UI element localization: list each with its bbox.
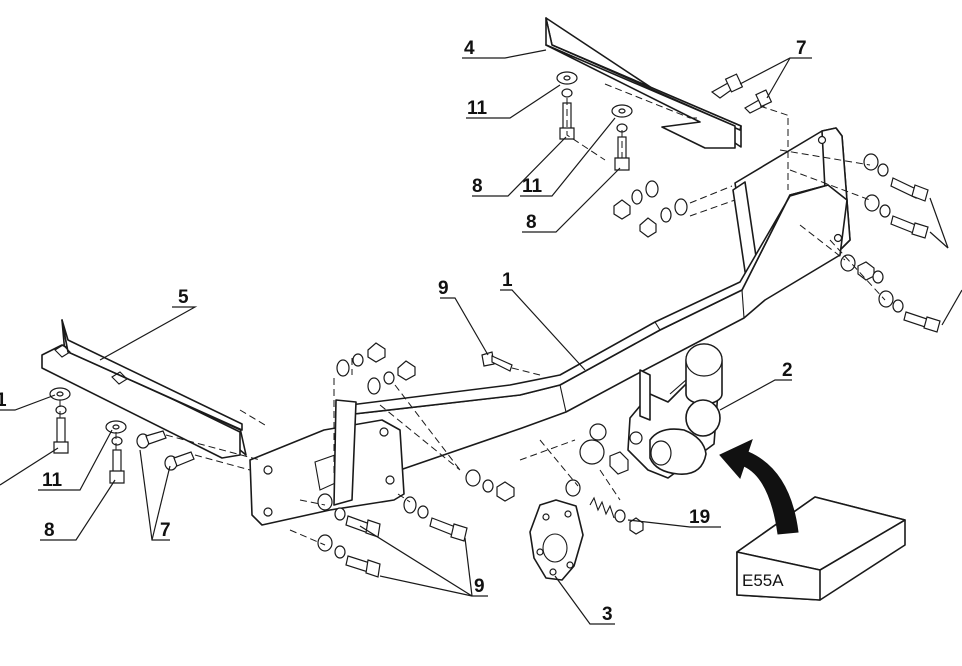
spring-bolt-19 bbox=[565, 479, 644, 535]
bolt-7-top-b bbox=[744, 89, 773, 114]
label-5: 5 bbox=[178, 287, 189, 308]
label-4: 4 bbox=[464, 38, 475, 59]
label-3: 3 bbox=[602, 604, 613, 625]
label-1-edge: 1 bbox=[0, 390, 7, 411]
bolt-7-top-a bbox=[710, 73, 744, 99]
label-19: 19 bbox=[689, 507, 710, 528]
label-1-main: 1 bbox=[502, 270, 513, 291]
label-9-top: 9 bbox=[438, 278, 449, 299]
bracket-5 bbox=[41, 319, 247, 459]
right-hardware-lower bbox=[840, 254, 941, 333]
label-11-top-a: 11 bbox=[467, 98, 488, 119]
bolt-7-left-b bbox=[164, 451, 195, 471]
bolt-9-top bbox=[481, 351, 513, 372]
label-11-left: 11 bbox=[42, 470, 63, 491]
bracket-4 bbox=[545, 17, 742, 149]
label-7-left: 7 bbox=[160, 520, 171, 541]
nut-washer-stack-left bbox=[336, 342, 416, 395]
direction-arrow bbox=[719, 439, 799, 535]
right-hardware-upper bbox=[863, 153, 929, 239]
assembly-guide-lines bbox=[59, 83, 886, 546]
washer-11-top-a bbox=[556, 71, 578, 98]
label-8-left: 8 bbox=[44, 520, 55, 541]
cross-bar-1 bbox=[249, 127, 851, 526]
electrical-fitting bbox=[579, 423, 629, 475]
vehicle-code-label: E55A bbox=[742, 571, 784, 590]
bolt-8-left-b bbox=[109, 449, 125, 484]
label-9-bottom: 9 bbox=[474, 576, 485, 597]
nut-washer-stack-top bbox=[613, 180, 688, 238]
socket-plate-3 bbox=[529, 499, 584, 581]
washer-11-left-b bbox=[105, 420, 127, 446]
leader-lines bbox=[0, 49, 962, 625]
label-8-top-b: 8 bbox=[526, 212, 537, 233]
bolt-7-left-a bbox=[136, 430, 167, 449]
label-7-top: 7 bbox=[796, 38, 807, 59]
bolt-8-left-a bbox=[53, 417, 69, 454]
hardware-lower-left bbox=[317, 469, 515, 578]
label-2: 2 bbox=[782, 360, 793, 381]
label-11-top-b: 11 bbox=[522, 176, 543, 197]
part-labels: 4 7 11 8 11 8 5 1 11 8 7 9 1 2 19 3 9 E5… bbox=[0, 38, 807, 625]
label-8-top-a: 8 bbox=[472, 176, 483, 197]
tow-ball-2 bbox=[627, 343, 723, 479]
